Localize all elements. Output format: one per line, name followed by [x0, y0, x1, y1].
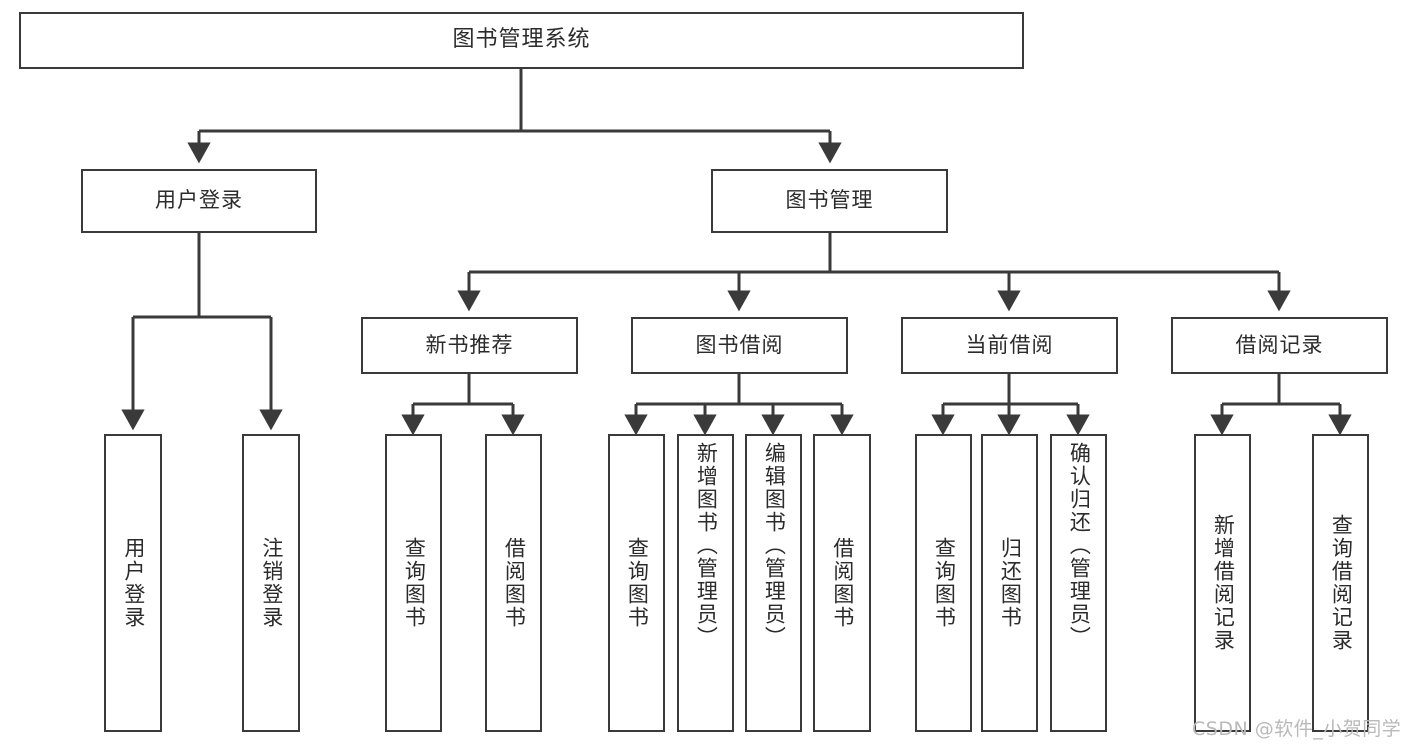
node-current-borrow[interactable]: 当前借阅	[901, 317, 1118, 374]
node-leaf-confirm-return[interactable]: 确认归还（管理员）	[1050, 434, 1107, 732]
node-leaf-logout-login[interactable]: 注销登录	[242, 434, 300, 732]
node-new-book-recommend-label: 新书推荐	[425, 332, 514, 357]
node-borrow-record[interactable]: 借阅记录	[1171, 317, 1388, 374]
node-user-login[interactable]: 用户登录	[81, 169, 317, 233]
node-leaf-add-record[interactable]: 新增借阅记录	[1194, 434, 1251, 732]
node-root-label: 图书管理系统	[452, 27, 591, 53]
node-leaf-query-record-label: 查询借阅记录	[1329, 514, 1354, 652]
node-book-manage-label: 图书管理	[785, 188, 874, 213]
node-leaf-add-book-label: 新增图书（管理员）	[694, 442, 719, 649]
node-new-book-recommend[interactable]: 新书推荐	[361, 317, 578, 374]
node-book-borrow[interactable]: 图书借阅	[631, 317, 848, 374]
node-borrow-record-label: 借阅记录	[1235, 332, 1324, 357]
node-leaf-user-login[interactable]: 用户登录	[104, 434, 162, 732]
node-leaf-query-book-3[interactable]: 查询图书	[915, 434, 972, 732]
node-leaf-borrow-book-1[interactable]: 借阅图书	[485, 434, 542, 732]
node-leaf-borrow-book-1-label: 借阅图书	[502, 537, 527, 629]
node-leaf-edit-book[interactable]: 编辑图书（管理员）	[745, 434, 802, 732]
node-current-borrow-label: 当前借阅	[965, 332, 1054, 357]
node-leaf-user-login-label: 用户登录	[121, 537, 146, 629]
node-root[interactable]: 图书管理系统	[19, 12, 1024, 69]
node-leaf-logout-login-label: 注销登录	[259, 537, 284, 629]
node-leaf-query-book-2[interactable]: 查询图书	[608, 434, 665, 732]
node-leaf-add-record-label: 新增借阅记录	[1211, 514, 1236, 652]
node-leaf-return-book-label: 归还图书	[998, 537, 1023, 629]
node-leaf-query-record[interactable]: 查询借阅记录	[1312, 434, 1369, 732]
node-leaf-borrow-book-2-label: 借阅图书	[830, 537, 855, 629]
node-leaf-add-book[interactable]: 新增图书（管理员）	[677, 434, 734, 732]
node-user-login-label: 用户登录	[155, 188, 243, 213]
node-leaf-return-book[interactable]: 归还图书	[981, 434, 1038, 732]
node-book-borrow-label: 图书借阅	[695, 332, 784, 357]
node-leaf-edit-book-label: 编辑图书（管理员）	[762, 442, 787, 649]
node-leaf-confirm-return-label: 确认归还（管理员）	[1067, 442, 1092, 649]
node-leaf-query-book-2-label: 查询图书	[625, 537, 650, 629]
node-leaf-borrow-book-2[interactable]: 借阅图书	[813, 434, 871, 732]
node-leaf-query-book-1[interactable]: 查询图书	[385, 434, 442, 732]
csdn-watermark: CSDN @软件_小贺同学	[1192, 718, 1402, 740]
node-book-manage[interactable]: 图书管理	[711, 169, 948, 233]
node-leaf-query-book-3-label: 查询图书	[932, 537, 957, 629]
node-leaf-query-book-1-label: 查询图书	[402, 537, 427, 629]
